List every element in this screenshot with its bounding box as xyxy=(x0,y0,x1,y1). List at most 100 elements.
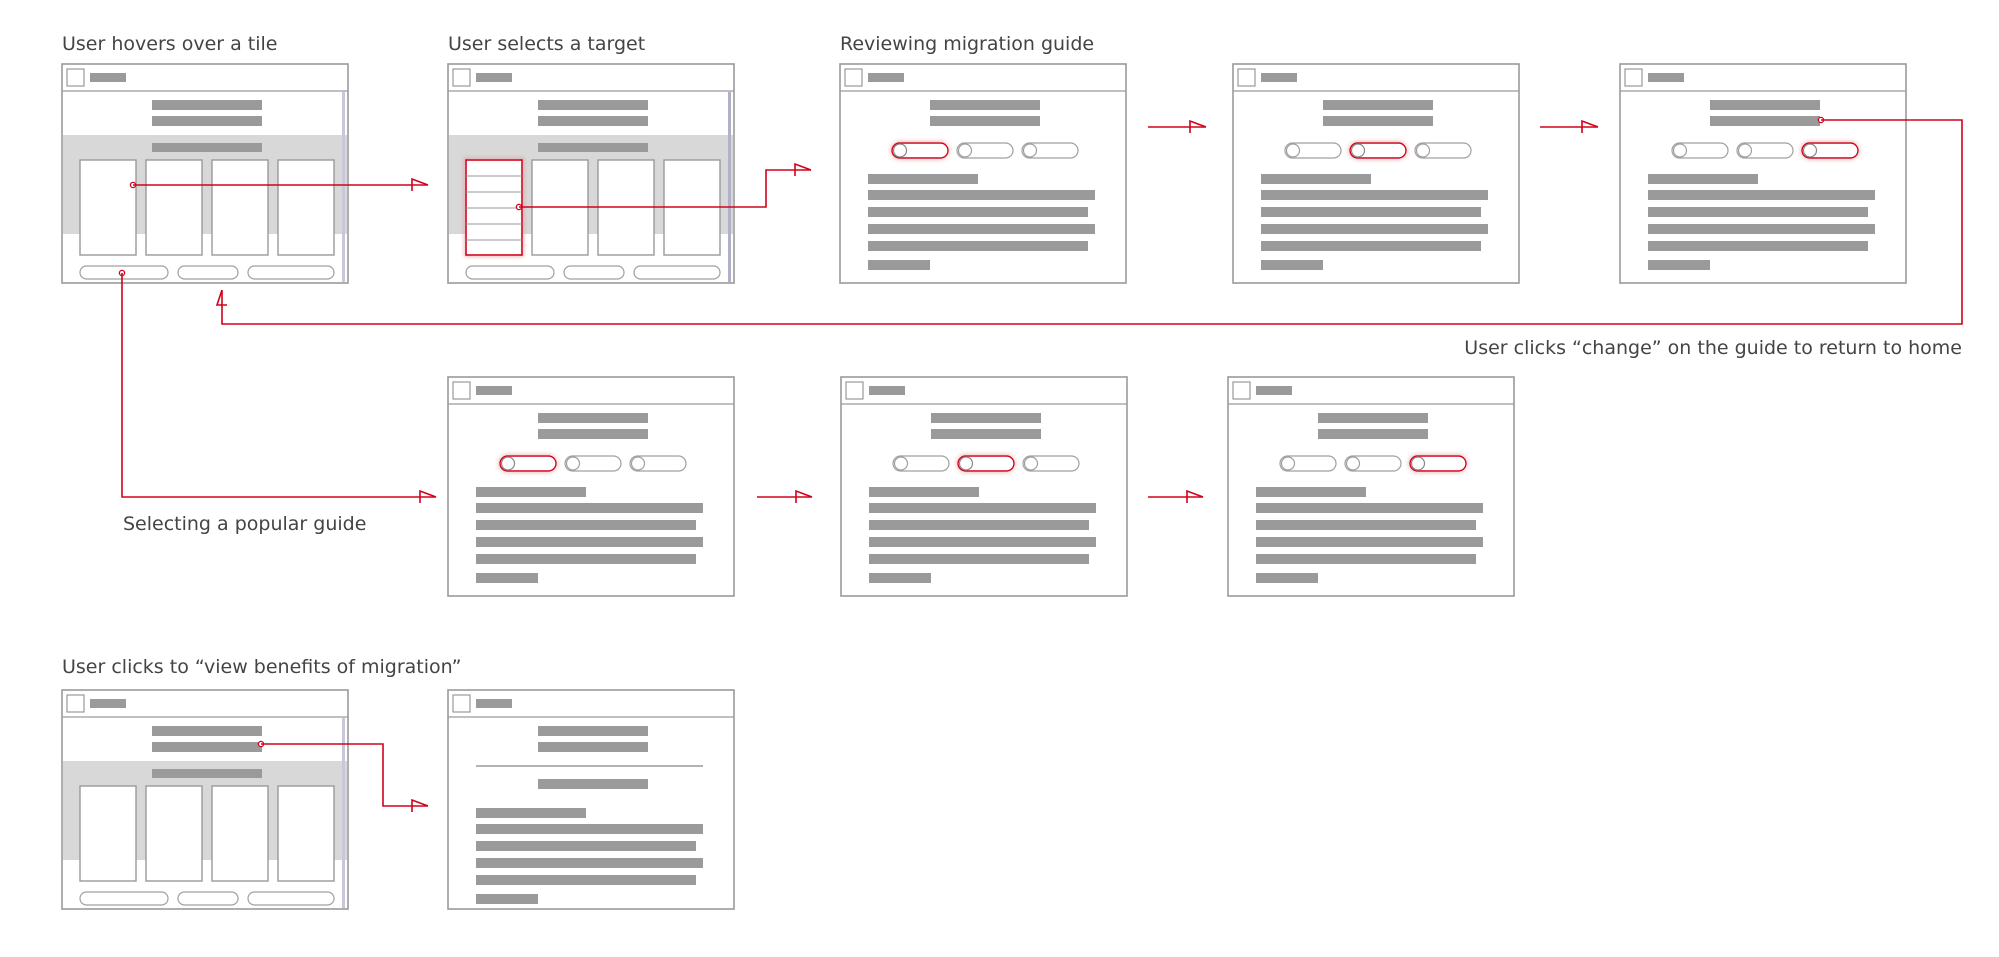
content-line-bar xyxy=(868,224,1095,234)
home-benefits-screen xyxy=(61,689,349,910)
scrollbar xyxy=(342,92,345,282)
title-bar xyxy=(152,100,262,110)
scrollbar xyxy=(342,718,345,908)
toggle-knob xyxy=(1023,456,1039,471)
app-name-bar xyxy=(1261,73,1297,82)
arrowhead xyxy=(1189,119,1207,133)
home-target-selected-screen xyxy=(447,63,735,284)
home-hover-screen xyxy=(61,63,349,284)
link-bar xyxy=(868,260,930,270)
app-name-bar xyxy=(476,386,512,395)
app-name-bar xyxy=(869,386,905,395)
tile-card xyxy=(79,785,137,882)
logo-icon xyxy=(452,381,471,400)
app-name-bar xyxy=(1256,386,1292,395)
content-line-bar xyxy=(1261,190,1488,200)
logo-icon xyxy=(844,68,863,87)
content-line-bar xyxy=(476,858,703,868)
label-view-benefits: User clicks to “view benefits of migrati… xyxy=(62,656,462,678)
tile-card xyxy=(211,159,269,256)
title-bar xyxy=(538,100,648,110)
app-name-bar xyxy=(90,73,126,82)
content-line-bar xyxy=(476,824,703,834)
toggle-knob xyxy=(958,456,974,471)
subtitle-bar xyxy=(538,742,648,752)
toggle-knob xyxy=(1280,456,1296,471)
title-bar xyxy=(1318,413,1428,423)
content-line-bar xyxy=(1261,207,1481,217)
label-change-return-home: User clicks “change” on the guide to ret… xyxy=(1464,337,1962,359)
section-heading-bar xyxy=(152,143,262,152)
arrowhead xyxy=(1186,489,1204,503)
content-line-bar xyxy=(1648,224,1875,234)
toggle-knob xyxy=(630,456,646,471)
content-line-bar xyxy=(869,554,1089,564)
footer-pill-button xyxy=(247,265,335,280)
content-line-bar xyxy=(1261,224,1488,234)
section-heading-bar xyxy=(868,174,978,184)
tile-card xyxy=(277,159,335,256)
content-line-bar xyxy=(476,841,696,851)
content-line-bar xyxy=(476,554,696,564)
toggle-knob xyxy=(1802,143,1818,158)
title-bar xyxy=(1710,100,1820,110)
toggle-knob xyxy=(1022,143,1038,158)
section-heading-bar xyxy=(1648,174,1758,184)
subtitle-bar xyxy=(152,742,262,752)
app-name-bar xyxy=(1648,73,1684,82)
toggle-knob xyxy=(1345,456,1361,471)
content-line-bar xyxy=(1648,241,1868,251)
scrollbar xyxy=(728,92,731,282)
link-bar xyxy=(1648,260,1710,270)
toggle-knob xyxy=(957,143,973,158)
section-heading-bar xyxy=(1261,174,1371,184)
toggle-knob xyxy=(1737,143,1753,158)
app-name-bar xyxy=(90,699,126,708)
toggle-knob xyxy=(892,143,908,158)
subtitle-bar xyxy=(538,116,648,126)
content-line-bar xyxy=(868,207,1088,217)
link-bar xyxy=(1256,573,1318,583)
tile-card xyxy=(145,159,203,256)
arrowhead xyxy=(794,162,812,176)
toggle-knob xyxy=(1672,143,1688,158)
subtitle-bar xyxy=(538,429,648,439)
subtitle-bar xyxy=(1318,429,1428,439)
connector-change-to-home xyxy=(221,119,1963,325)
content-line-bar xyxy=(1648,207,1868,217)
section-heading-bar xyxy=(1256,487,1366,497)
toggle-knob xyxy=(500,456,516,471)
logo-icon xyxy=(66,694,85,713)
popular-guide-step-3-screen xyxy=(1227,376,1515,597)
content-line-bar xyxy=(476,503,703,513)
tile-card xyxy=(145,785,203,882)
title-bar xyxy=(152,726,262,736)
logo-icon xyxy=(1624,68,1643,87)
section-heading-bar xyxy=(869,487,979,497)
title-bar xyxy=(931,413,1041,423)
content-line-bar xyxy=(476,875,696,885)
logo-icon xyxy=(66,68,85,87)
toggle-knob xyxy=(1350,143,1366,158)
content-line-bar xyxy=(1256,503,1483,513)
toggle-knob xyxy=(1415,143,1431,158)
link-bar xyxy=(476,573,538,583)
logo-icon xyxy=(1232,381,1251,400)
subtitle-bar xyxy=(1323,116,1433,126)
title-bar xyxy=(538,413,648,423)
label-user-selects-target: User selects a target xyxy=(448,33,645,55)
link-bar xyxy=(1261,260,1323,270)
tile-card xyxy=(79,159,137,256)
logo-icon xyxy=(452,68,471,87)
link-bar xyxy=(869,573,931,583)
arrowhead xyxy=(1581,119,1599,133)
popular-guide-step-1-screen xyxy=(447,376,735,597)
section-heading-bar xyxy=(538,143,648,152)
content-line-bar xyxy=(869,537,1096,547)
section-heading-bar xyxy=(538,779,648,789)
arrowhead xyxy=(411,177,429,191)
toggle-knob xyxy=(893,456,909,471)
footer-pill-button xyxy=(177,891,239,906)
subtitle-bar xyxy=(1710,116,1820,126)
